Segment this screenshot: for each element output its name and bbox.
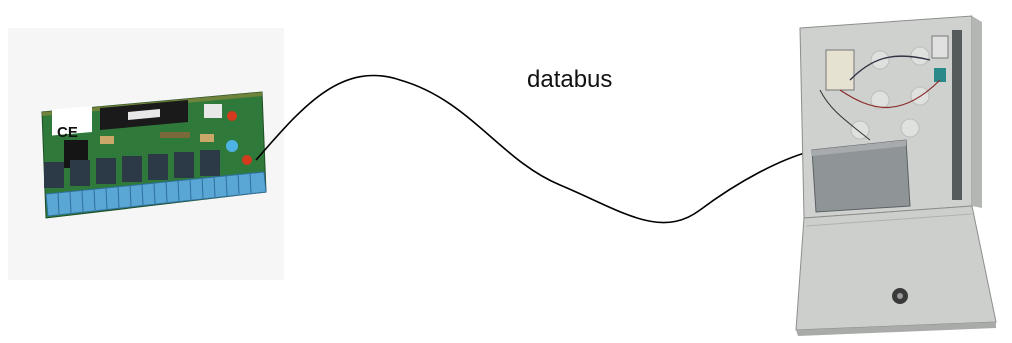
led-red-1 xyxy=(227,111,237,121)
terminal-block xyxy=(45,171,267,217)
relay-expansion-board: CE xyxy=(41,91,267,219)
databus-label: databus xyxy=(527,66,613,93)
backup-battery xyxy=(811,139,911,213)
databus-cable xyxy=(255,74,809,224)
relay-row xyxy=(44,150,220,188)
led-red-2 xyxy=(242,155,252,165)
cabinet-terminal-strip xyxy=(952,30,962,200)
alarm-control-panel-enclosure xyxy=(795,15,997,336)
ce-mark: CE xyxy=(57,124,78,141)
door-lock xyxy=(892,288,908,304)
